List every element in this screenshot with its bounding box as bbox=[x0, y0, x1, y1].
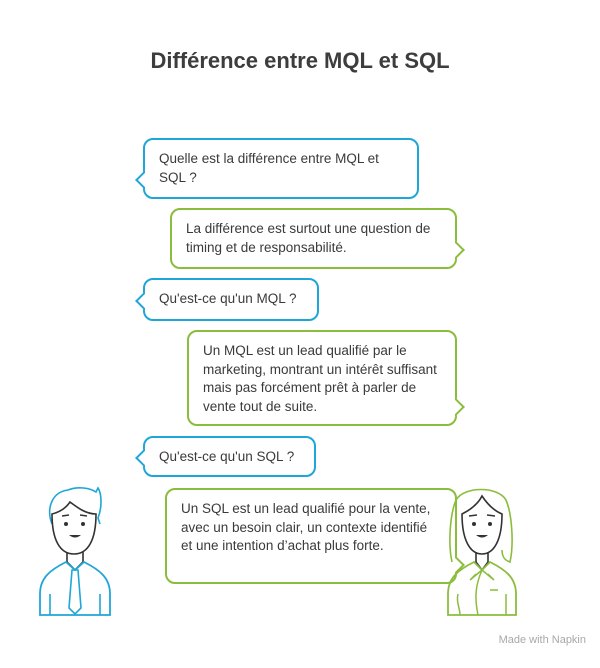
message-text: Qu'est-ce qu'un SQL ? bbox=[159, 449, 295, 464]
answer-bubble-3: Un SQL est un lead qualifié pour la vent… bbox=[165, 488, 465, 584]
message-text: Un SQL est un lead qualifié pour la vent… bbox=[181, 501, 431, 553]
message-text: Un MQL est un lead qualifié par le marke… bbox=[203, 343, 437, 414]
question-bubble-3: Qu'est-ce qu'un SQL ? bbox=[135, 436, 316, 477]
answer-bubble-2: Un MQL est un lead qualifié par le marke… bbox=[187, 330, 465, 426]
message-text: La différence est surtout une question d… bbox=[186, 221, 431, 255]
woman-avatar-icon bbox=[447, 488, 517, 616]
question-bubble-2: Qu'est-ce qu'un MQL ? bbox=[135, 278, 319, 321]
made-with-napkin-label: Made with Napkin bbox=[498, 634, 586, 646]
question-bubble-1: Quelle est la différence entre MQL et SQ… bbox=[135, 138, 419, 199]
diagram-title: Différence entre MQL et SQL bbox=[150, 48, 450, 73]
answer-bubble-1: La différence est surtout une question d… bbox=[170, 208, 465, 269]
man-avatar-icon bbox=[39, 486, 111, 616]
message-text: Quelle est la différence entre MQL et SQ… bbox=[159, 151, 379, 185]
message-text: Qu'est-ce qu'un MQL ? bbox=[159, 291, 297, 306]
